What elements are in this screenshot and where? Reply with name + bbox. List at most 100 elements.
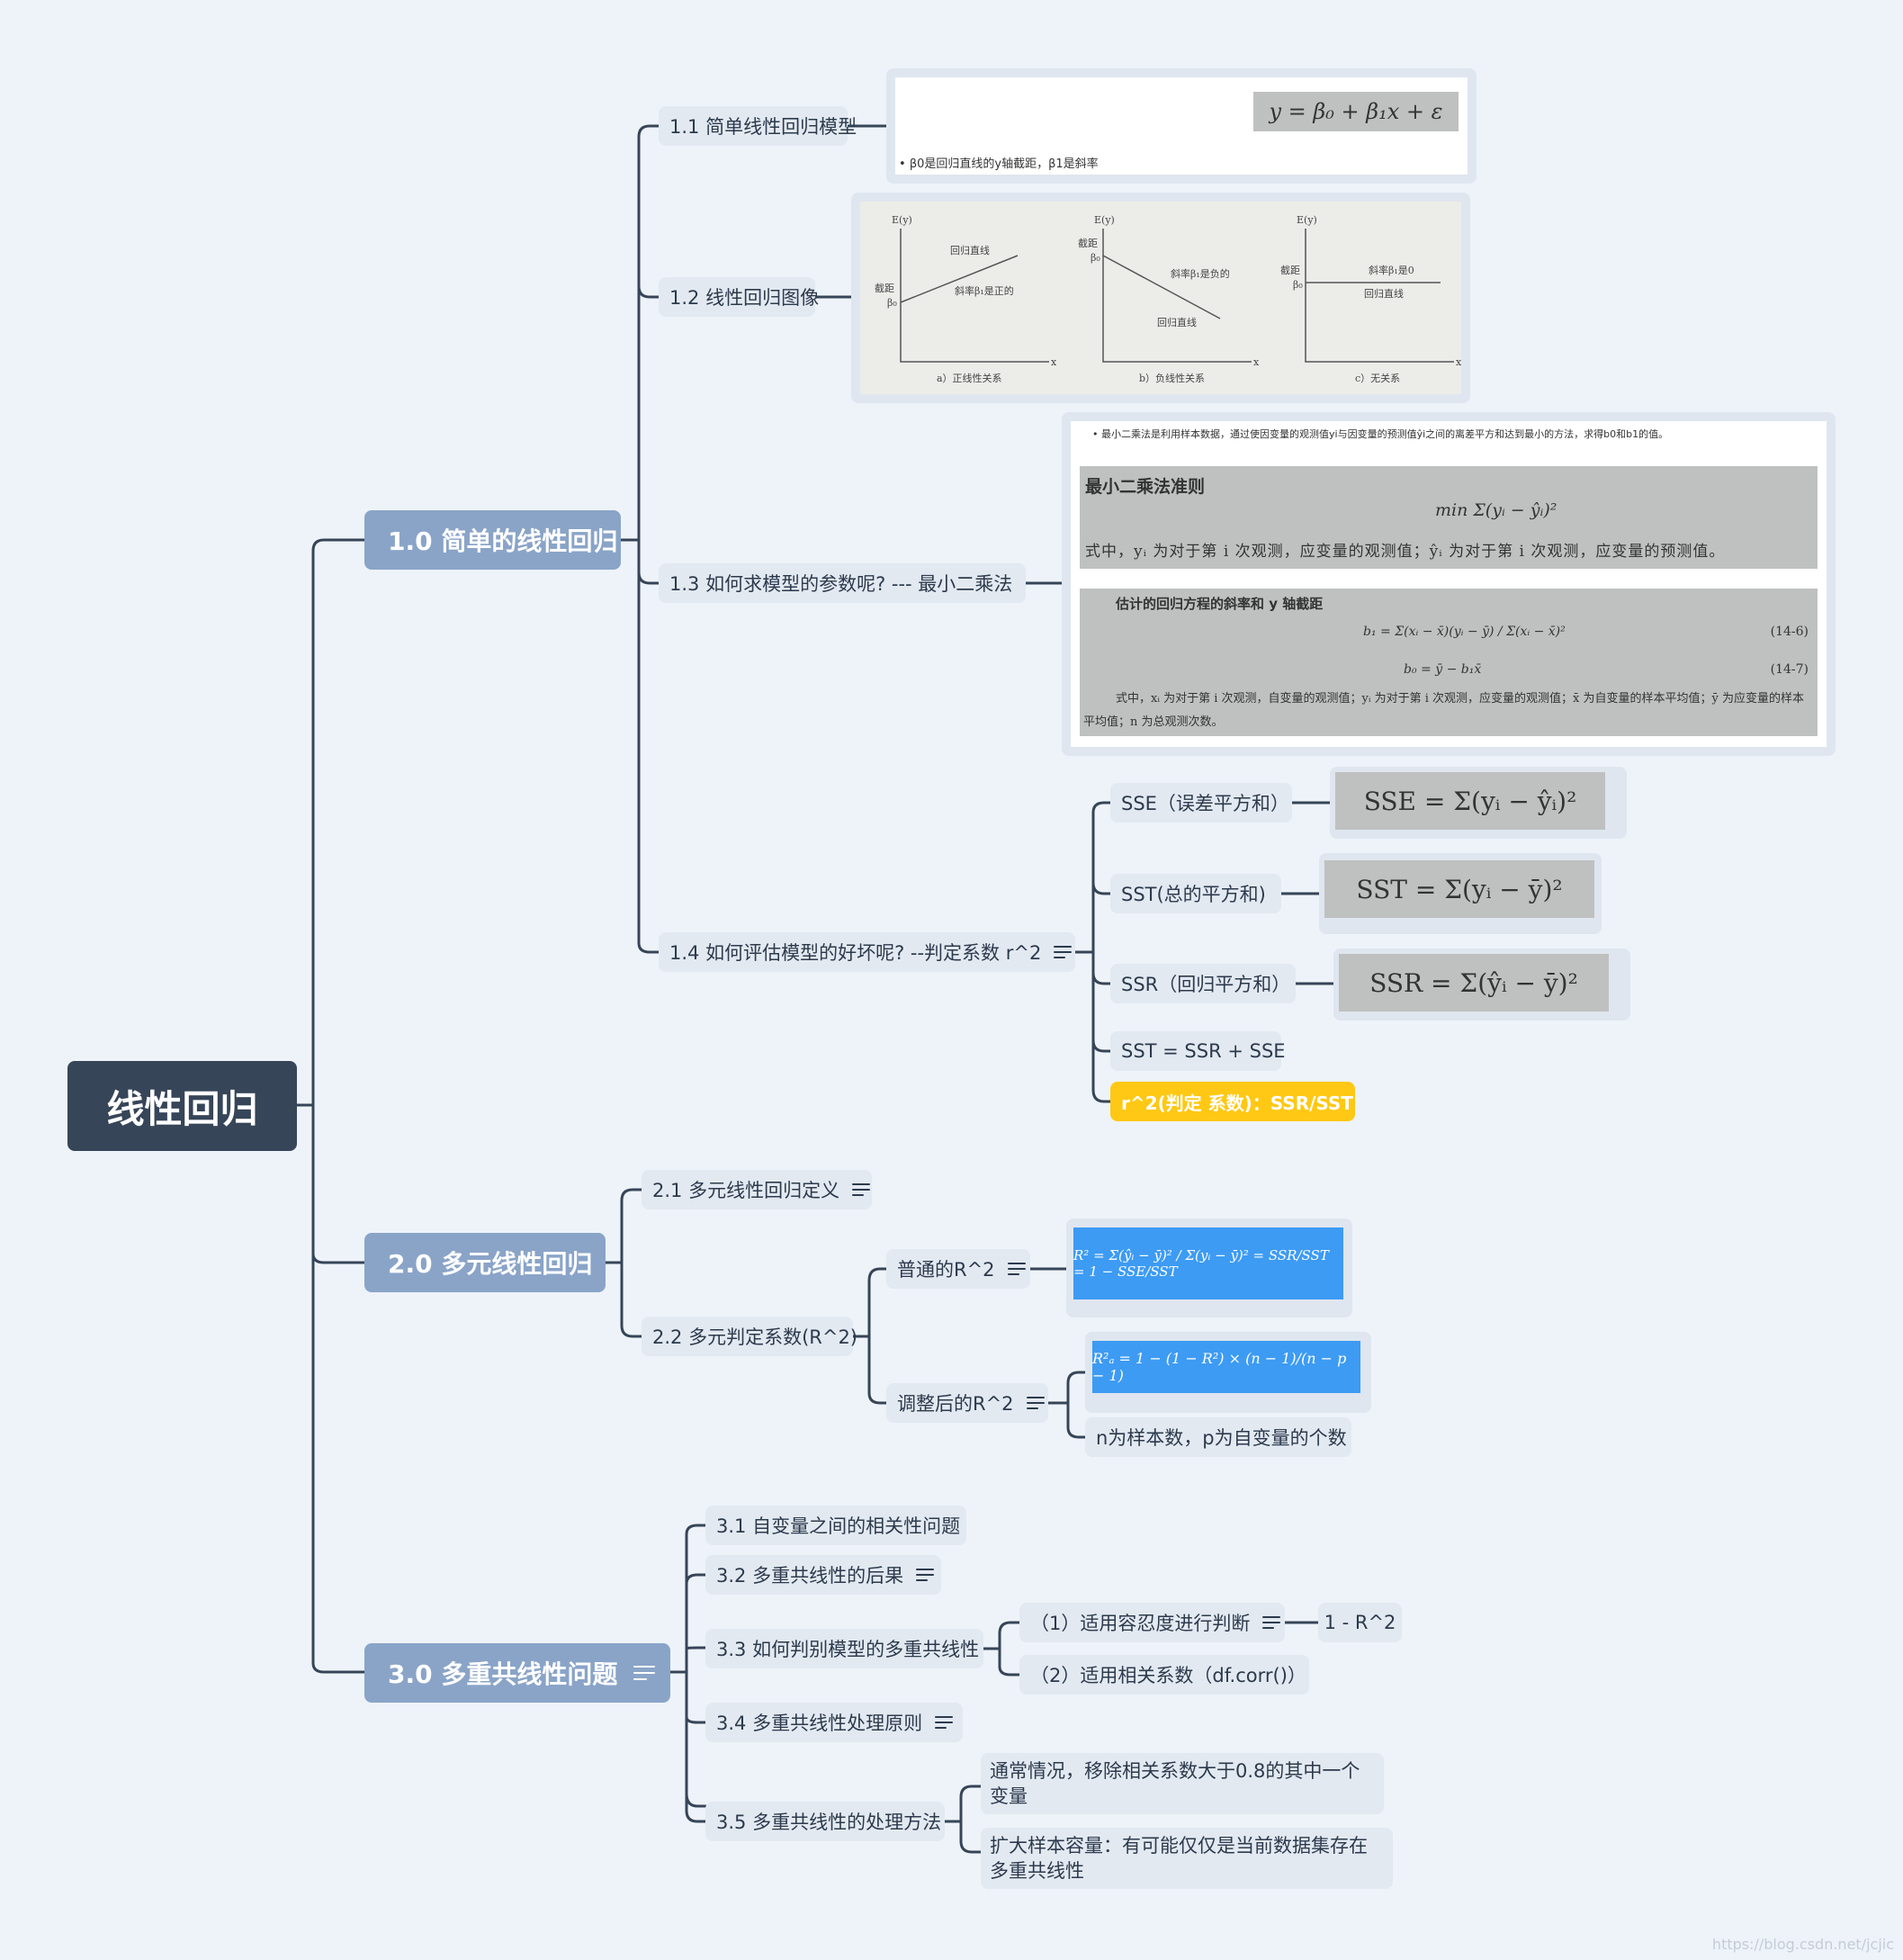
node-adjusted-r2[interactable]: 调整后的R^2 — [886, 1383, 1048, 1423]
node-1-2[interactable]: 1.2 线性回归图像 — [659, 277, 819, 317]
node-3-4[interactable]: 3.4 多重共线性处理原则 — [705, 1703, 963, 1742]
node-tolerance[interactable]: （1）适用容忍度进行判断 — [1019, 1603, 1285, 1642]
plot-b-caption: b）负线性关系 — [1139, 372, 1205, 384]
formula-linear-model: y = β₀ + β₁x + ε — [1253, 92, 1459, 131]
notes-icon[interactable] — [1054, 946, 1073, 958]
notes-icon[interactable] — [633, 1666, 656, 1680]
plot-b-beta0: β₀ — [1091, 252, 1100, 264]
box2-formula-b1-no: (14-6) — [1770, 625, 1809, 639]
plot-c-axes — [1305, 229, 1454, 363]
plot-b-axes — [1102, 229, 1252, 363]
plot-a-xlabel: x — [1051, 356, 1057, 368]
plot-a-ylabel: E(y) — [892, 214, 912, 226]
notes-icon[interactable] — [1262, 1616, 1281, 1629]
box1-text: 式中，yᵢ 为对于第 i 次观测，应变量的观测值；ŷᵢ 为对于第 i 次观测，应… — [1085, 543, 1726, 561]
plot-b-line-label: 回归直线 — [1157, 316, 1197, 328]
card-adjusted-r2-formula: R²ₐ = 1 − (1 − R²) × (n − 1)/(n − p − 1) — [1085, 1332, 1371, 1413]
plot-c-line-label: 回归直线 — [1364, 287, 1404, 300]
box-slope-intercept: 估计的回归方程的斜率和 y 轴截距 b₁ = Σ(xᵢ − x̄)(yᵢ − ȳ… — [1080, 589, 1818, 736]
plot-a-beta0: β₀ — [887, 297, 897, 309]
main-node-simple-linear-regression[interactable]: 1.0 简单的线性回归 — [364, 510, 621, 570]
formula-adjusted-r2: R²ₐ = 1 − (1 − R²) × (n − 1)/(n − p − 1) — [1092, 1341, 1360, 1393]
notes-icon[interactable] — [916, 1569, 935, 1581]
box2-title: 估计的回归方程的斜率和 y 轴截距 — [1116, 596, 1324, 612]
plot-c-caption: c）无关系 — [1355, 372, 1400, 384]
node-1-3[interactable]: 1.3 如何求模型的参数呢? --- 最小二乘法 — [659, 563, 1026, 603]
box2-formula-b0: b₀ = ȳ − b₁x̄ — [1404, 662, 1482, 677]
node-increase-sample[interactable]: 扩大样本容量：有可能仅仅是当前数据集存在多重共线性 — [981, 1828, 1393, 1889]
bullet-beta-note: β0是回归直线的y轴截距，β1是斜率 — [899, 154, 1099, 171]
card-normal-r2-formula: R² = Σ(ŷᵢ − ȳ)² / Σ(yᵢ − ȳ)² = SSR/SST =… — [1066, 1218, 1352, 1317]
formula-normal-r2: R² = Σ(ŷᵢ − ȳ)² / Σ(yᵢ − ȳ)² = SSR/SST =… — [1073, 1227, 1343, 1299]
notes-icon[interactable] — [852, 1183, 871, 1196]
node-1-4-label: 1.4 如何评估模型的好坏呢? --判定系数 r^2 — [669, 942, 1042, 964]
plot-c-beta0: β₀ — [1293, 279, 1303, 291]
node-2-2[interactable]: 2.2 多元判定系数(R^2) — [642, 1317, 857, 1356]
main-node-3-label: 3.0 多重共线性问题 — [388, 1659, 618, 1689]
node-3-2-label: 3.2 多重共线性的后果 — [716, 1565, 904, 1587]
plot-c-xlabel: x — [1456, 356, 1461, 368]
box1-title: 最小二乘法准则 — [1085, 477, 1206, 497]
plot-b-slope: 斜率β₁是负的 — [1171, 267, 1230, 280]
box2-formula-b1: b₁ = Σ(xᵢ − x̄)(yᵢ − ȳ) / Σ(xᵢ − x̄)² — [1363, 625, 1566, 639]
watermark: https://blog.csdn.net/jcjic — [1711, 1936, 1894, 1953]
node-1-1[interactable]: 1.1 简单线性回归模型 — [659, 106, 857, 146]
plot-b-line — [1102, 255, 1221, 319]
card-ssr-formula: SSR = Σ(ŷᵢ − ȳ)² — [1333, 949, 1630, 1020]
node-correlation[interactable]: （2）适用相关系数（df.corr()） — [1019, 1655, 1309, 1695]
notes-icon[interactable] — [1026, 1397, 1045, 1409]
plot-a-line-label: 回归直线 — [950, 244, 990, 256]
node-normal-r2-label: 普通的R^2 — [897, 1259, 995, 1281]
root-node[interactable]: 线性回归 — [67, 1061, 297, 1151]
node-r2-highlight[interactable]: r^2(判定 系数)：SSR/SST — [1110, 1082, 1355, 1121]
node-sst[interactable]: SST(总的平方和) — [1110, 874, 1281, 913]
node-adjusted-r2-note[interactable]: n为样本数，p为自变量的个数 — [1085, 1417, 1351, 1457]
main-node-multicollinearity[interactable]: 3.0 多重共线性问题 — [364, 1643, 670, 1703]
box-least-squares-criterion: 最小二乘法准则 min Σ(yᵢ − ŷᵢ)² 式中，yᵢ 为对于第 i 次观测… — [1080, 466, 1818, 569]
plot-c-intercept: 截距 — [1280, 264, 1300, 276]
plot-a-axes — [900, 229, 1049, 363]
node-adjusted-r2-label: 调整后的R^2 — [897, 1393, 1014, 1415]
main-node-multiple-linear-regression[interactable]: 2.0 多元线性回归 — [364, 1233, 606, 1292]
formula-sst: SST = Σ(yᵢ − ȳ)² — [1324, 860, 1594, 918]
formula-sse: SSE = Σ(yᵢ − ŷᵢ)² — [1335, 772, 1605, 830]
plot-a-slope: 斜率β₁是正的 — [955, 284, 1014, 297]
node-tolerance-label: （1）适用容忍度进行判断 — [1030, 1613, 1251, 1634]
box1-formula: min Σ(yᵢ − ŷᵢ)² — [1435, 500, 1557, 520]
notes-icon[interactable] — [935, 1716, 954, 1729]
plot-a-line — [900, 255, 1019, 303]
node-remove-variable[interactable]: 通常情况，移除相关系数大于0.8的其中一个变量 — [981, 1753, 1384, 1814]
node-3-4-label: 3.4 多重共线性处理原则 — [716, 1713, 923, 1734]
node-1-4[interactable]: 1.4 如何评估模型的好坏呢? --判定系数 r^2 — [659, 932, 1075, 972]
regression-plots: E(y) E(y) E(y) x x x 截距 β₀ 截距 β₀ 截距 β₀ 回… — [875, 214, 1461, 384]
plot-a-caption: a）正线性关系 — [937, 372, 1002, 384]
bullet-least-squares: 最小二乘法是利用样本数据，通过使因变量的观测值yi与因变量的预测值ŷi之间的离差… — [1092, 427, 1668, 441]
plot-c-ylabel: E(y) — [1297, 214, 1317, 226]
card-sse-formula: SSE = Σ(yᵢ − ŷᵢ)² — [1330, 767, 1627, 839]
node-2-1[interactable]: 2.1 多元线性回归定义 — [642, 1170, 872, 1209]
plot-c-slope: 斜率β₁是0 — [1369, 264, 1414, 276]
card-1-3-least-squares: 最小二乘法是利用样本数据，通过使因变量的观测值yi与因变量的预测值ŷi之间的离差… — [1062, 412, 1836, 756]
node-3-1[interactable]: 3.1 自变量之间的相关性问题 — [705, 1506, 966, 1545]
plot-a-intercept: 截距 — [875, 282, 894, 294]
node-normal-r2[interactable]: 普通的R^2 — [886, 1249, 1030, 1289]
plot-b-intercept: 截距 — [1078, 237, 1098, 249]
card-1-2-plots: E(y) E(y) E(y) x x x 截距 β₀ 截距 β₀ 截距 β₀ 回… — [851, 193, 1470, 403]
plot-b-xlabel: x — [1253, 356, 1260, 368]
card-sst-formula: SST = Σ(yᵢ − ȳ)² — [1319, 853, 1602, 934]
node-ssr[interactable]: SSR（回归平方和） — [1110, 964, 1296, 1003]
node-sst-equation[interactable]: SST = SSR + SSE — [1110, 1031, 1286, 1071]
node-3-3[interactable]: 3.3 如何判别模型的多重共线性 — [705, 1629, 983, 1668]
card-1-1-model: y = β₀ + β₁x + ε β0是回归直线的y轴截距，β1是斜率 — [886, 68, 1477, 184]
node-sse[interactable]: SSE（误差平方和） — [1110, 783, 1292, 823]
box2-text: 式中，xᵢ 为对于第 i 次观测，自变量的观测值；yᵢ 为对于第 i 次观测，应… — [1083, 692, 1804, 729]
formula-ssr: SSR = Σ(ŷᵢ − ȳ)² — [1339, 954, 1609, 1011]
node-one-minus-r2[interactable]: 1 - R^2 — [1318, 1603, 1402, 1642]
node-3-2[interactable]: 3.2 多重共线性的后果 — [705, 1555, 941, 1595]
node-2-1-label: 2.1 多元线性回归定义 — [652, 1180, 840, 1201]
node-3-5[interactable]: 3.5 多重共线性的处理方法 — [705, 1802, 945, 1841]
box2-formula-b0-no: (14-7) — [1770, 662, 1809, 677]
plot-b-ylabel: E(y) — [1094, 214, 1115, 226]
notes-icon[interactable] — [1007, 1263, 1026, 1275]
